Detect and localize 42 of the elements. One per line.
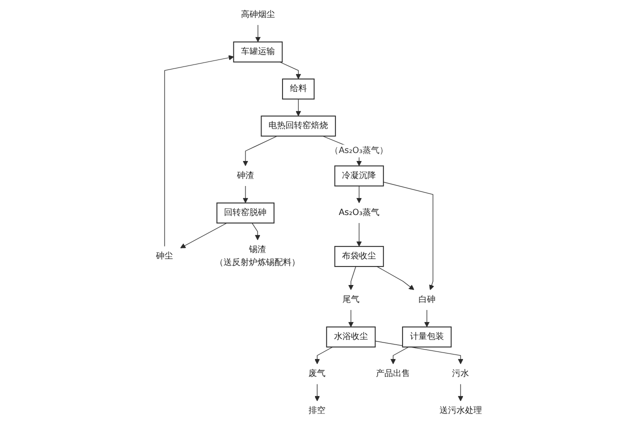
arrow (356, 222, 362, 247)
arrow (296, 98, 302, 116)
arrow (424, 310, 430, 328)
edge-label: （As₂O₃蒸气） (330, 146, 388, 156)
arrow (255, 24, 261, 42)
arrow (348, 310, 354, 328)
arrow (314, 384, 320, 402)
node-text: 送污水处理 (439, 406, 482, 416)
arrow (242, 186, 248, 204)
node-box: 布袋收尘 (334, 246, 384, 267)
arrow (356, 186, 362, 204)
node-text: 尾气 (342, 294, 360, 304)
arrow (242, 136, 278, 166)
arrow (458, 384, 464, 402)
arrow (376, 266, 414, 290)
arrow (180, 222, 228, 248)
arrow (314, 346, 333, 364)
node-box: 冷凝沉降 (334, 165, 384, 186)
node-text: 排空 (308, 406, 326, 416)
node-text: 砷尘 (156, 251, 174, 262)
node-box: 车罐运输 (233, 41, 283, 62)
node-text: 锡渣 (249, 244, 266, 255)
arrow (348, 266, 356, 290)
node-text: As₂O₃蒸气 (338, 208, 380, 218)
node-text: 废气 (308, 368, 326, 379)
arrow (374, 340, 464, 364)
node-box: 水浴收尘 (326, 326, 376, 348)
node-box: 给料 (282, 78, 315, 100)
arrow (280, 62, 302, 80)
node-label: （送反射炉炼锡配料） (215, 258, 300, 268)
arrow (390, 346, 409, 364)
node-text: 砷渣 (236, 170, 254, 180)
node-box: 电热回转窑焙烧 (260, 116, 336, 137)
node-box: 计量包装 (402, 326, 452, 348)
node-box: 回转窑脱砷 (216, 202, 274, 224)
arrow (383, 182, 434, 290)
node-text: 高砷烟尘 (240, 10, 275, 20)
arrow (252, 222, 260, 240)
node-text: 白砷 (418, 294, 436, 304)
arrow (164, 55, 234, 247)
node-text: 产品出售 (376, 368, 410, 379)
node-text: 污水 (452, 368, 470, 379)
